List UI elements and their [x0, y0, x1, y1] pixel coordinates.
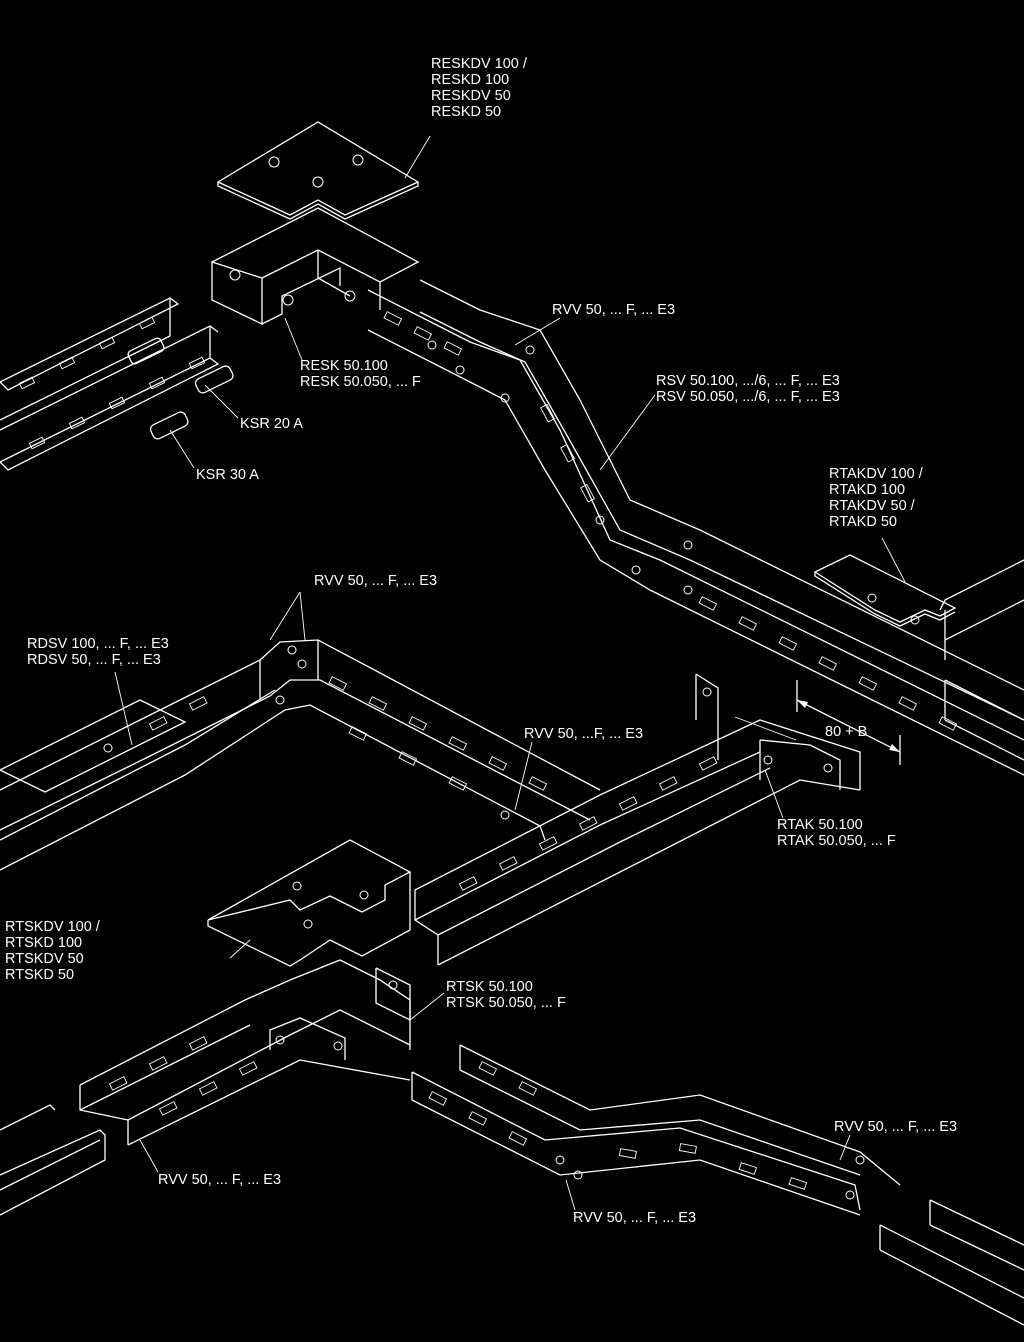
label-line: RSV 50.050, .../6, ... F, ... E3 [656, 389, 840, 405]
label-line: RVV 50, ...F, ... E3 [524, 726, 644, 742]
label-line: RTSK 50.100 [446, 979, 533, 995]
ksr-20-clip [194, 365, 234, 394]
label-line: RVV 50, ... F, ... E3 [158, 1172, 282, 1188]
tray-bottom-slope [411, 1044, 901, 1216]
label-line: RTSKDV 50 [5, 951, 84, 967]
label-line: RESKDV 100 / [431, 56, 527, 72]
label-line: KSR 20 A [240, 416, 303, 432]
ksr-30-clip [149, 411, 189, 440]
tray-upper-slope [367, 279, 1024, 776]
label-rvv-center: RVV 50, ...F, ... E3 [524, 726, 643, 742]
tray-center-right [414, 673, 1024, 966]
label-line: 80 + B [825, 724, 868, 740]
label-line: RDSV 50, ... F, ... E3 [27, 652, 161, 668]
leader-lines [114, 135, 906, 1211]
label-dimension: 80 + B [825, 724, 867, 740]
label-line: KSR 30 A [196, 467, 259, 483]
label-rvv-mid: RVV 50, ... F, ... E3 [314, 573, 437, 589]
label-ksr20: KSR 20 A [240, 416, 303, 432]
label-rvv-bottom-mid: RVV 50, ... F, ... E3 [573, 1210, 696, 1226]
label-line: RSV 50.100, .../6, ... F, ... E3 [656, 373, 840, 389]
tray-bottom-right [879, 1199, 1024, 1326]
label-line: RVV 50, ... F, ... E3 [314, 573, 438, 589]
label-rtskdv: RTSKDV 100 / RTSKD 100 RTSKDV 50 RTSKD 5… [5, 919, 100, 983]
label-line: RTSKD 100 [5, 935, 83, 951]
label-line: RTSK 50.050, ... F [446, 995, 566, 1011]
label-line: RTAKDV 50 / [829, 498, 915, 514]
label-line: RTAK 50.050, ... F [777, 833, 896, 849]
label-rvv-right-low: RVV 50, ... F, ... E3 [834, 1119, 957, 1135]
label-line: RESK 50.050, ... F [300, 374, 421, 390]
label-rsv: RSV 50.100, .../6, ... F, ... E3 RSV 50.… [656, 373, 840, 405]
label-rtak: RTAK 50.100 RTAK 50.050, ... F [777, 817, 896, 849]
label-line: RESKD 100 [431, 72, 510, 88]
label-line: RVV 50, ... F, ... E3 [834, 1119, 958, 1135]
label-rvv-top: RVV 50, ... F, ... E3 [552, 302, 675, 318]
tray-top-left [0, 297, 220, 471]
label-line: RTAKD 50 [829, 514, 897, 530]
label-rtakdv: RTAKDV 100 / RTAKD 100 RTAKDV 50 / RTAKD… [829, 466, 923, 530]
label-line: RESKDV 50 [431, 88, 511, 104]
label-line: RVV 50, ... F, ... E3 [552, 302, 676, 318]
label-line: RDSV 100, ... F, ... E3 [27, 636, 169, 652]
lower-tee-cover-plate [207, 839, 412, 967]
label-ksr30: KSR 30 A [196, 467, 259, 483]
label-rtsk: RTSK 50.100 RTSK 50.050, ... F [446, 979, 566, 1011]
label-rvv-bottom-left: RVV 50, ... F, ... E3 [158, 1172, 281, 1188]
dimension-80-plus-b [796, 680, 901, 765]
corner-piece-resk [210, 207, 420, 326]
right-tee-cover-plate [813, 554, 1024, 660]
tray-middle-loop [0, 639, 601, 871]
label-rdsv: RDSV 100, ... F, ... E3 RDSV 50, ... F, … [27, 636, 169, 668]
label-line: RVV 50, ... F, ... E3 [573, 1210, 697, 1226]
label-line: RTSKDV 100 / [5, 919, 100, 935]
label-line: RTAKDV 100 / [829, 466, 923, 482]
label-reskdv: RESKDV 100 / RESKD 100 RESKDV 50 RESKD 5… [431, 56, 527, 120]
tray-bottom-left [0, 1104, 106, 1216]
label-line: RESKD 50 [431, 104, 502, 120]
label-line: RTAKD 100 [829, 482, 906, 498]
label-line: RTSKD 50 [5, 967, 75, 983]
top-corner-cover-plate [216, 121, 420, 220]
lower-tee-piece [79, 959, 411, 1146]
label-line: RTAK 50.100 [777, 817, 863, 833]
label-resk: RESK 50.100 RESK 50.050, ... F [300, 358, 421, 390]
label-line: RESK 50.100 [300, 358, 388, 374]
